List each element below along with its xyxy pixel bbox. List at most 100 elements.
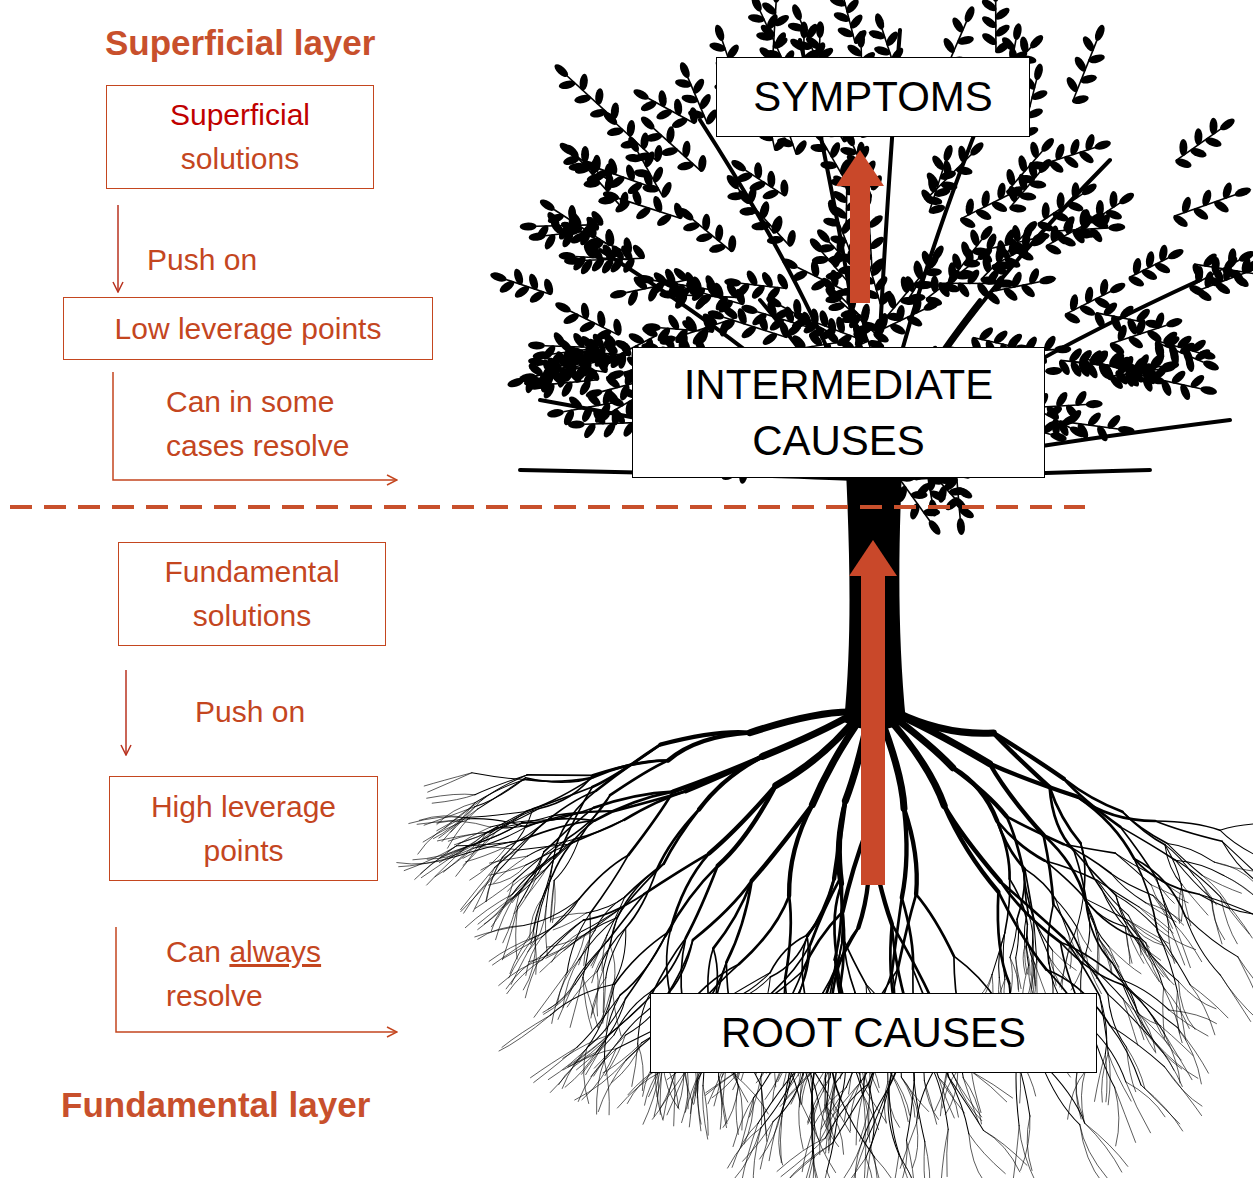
- leaf: [818, 309, 830, 327]
- leaf: [928, 203, 947, 216]
- root-line: [693, 881, 752, 940]
- leaf: [612, 318, 623, 336]
- root-line: [899, 1155, 924, 1178]
- root-line: [544, 984, 576, 1014]
- leaf: [781, 256, 800, 271]
- root-line: [779, 1116, 783, 1165]
- leaf: [878, 312, 889, 330]
- root-line: [808, 1078, 830, 1124]
- leaf: [925, 268, 942, 277]
- leaf: [827, 254, 845, 264]
- leaf: [815, 227, 832, 245]
- root-line: [1194, 876, 1217, 905]
- root-line: [871, 1148, 885, 1178]
- root-line: [888, 1084, 899, 1154]
- leaf: [634, 205, 652, 222]
- leaf: [639, 99, 658, 114]
- leaf: [561, 353, 579, 370]
- root-line: [1238, 957, 1253, 1006]
- root-line: [598, 1060, 626, 1111]
- leaf: [920, 249, 934, 268]
- root-line: [808, 1078, 831, 1123]
- leaf: [596, 310, 607, 328]
- leaf: [963, 259, 980, 267]
- root-line: [812, 1102, 819, 1151]
- root-line: [743, 1122, 774, 1162]
- leaf: [1029, 233, 1048, 248]
- leaf: [954, 271, 971, 279]
- leaf: [1192, 206, 1211, 222]
- root-line: [907, 1081, 915, 1141]
- leaf: [765, 300, 778, 319]
- leaf: [549, 219, 566, 237]
- leaf: [903, 275, 917, 294]
- root-line: [827, 1093, 850, 1133]
- leaf: [603, 388, 621, 406]
- leaf: [687, 109, 705, 121]
- leaf: [1059, 234, 1078, 249]
- root-line: [1110, 1025, 1165, 1066]
- leaf: [740, 303, 759, 316]
- root-line: [1045, 861, 1085, 899]
- leaf: [852, 329, 871, 344]
- leaf: [1222, 255, 1240, 273]
- root-line: [651, 938, 686, 996]
- tree-branches: [520, 30, 1230, 480]
- leaf: [1124, 371, 1142, 389]
- leaf: [922, 298, 941, 313]
- leaf: [644, 323, 662, 332]
- root-line: [800, 1100, 819, 1140]
- root-line: [799, 1100, 803, 1149]
- root-line: [1126, 1082, 1165, 1117]
- leaf: [1200, 385, 1218, 396]
- leaf: [606, 126, 624, 137]
- leaf: [690, 275, 703, 294]
- root-line: [1013, 1126, 1019, 1178]
- root-line: [1151, 885, 1172, 921]
- root-line: [850, 1142, 866, 1178]
- leaf: [1084, 286, 1094, 304]
- leaf: [702, 213, 711, 231]
- leaf: [773, 215, 784, 233]
- root-line: [1129, 921, 1165, 946]
- leaf: [567, 394, 585, 412]
- leaf: [642, 170, 654, 189]
- leaf-stem: [1194, 264, 1253, 274]
- leaf: [800, 311, 813, 330]
- leaf: [1077, 348, 1094, 366]
- leaf: [740, 324, 758, 341]
- leaf: [1108, 223, 1125, 232]
- root-line: [563, 1049, 616, 1070]
- leaf: [950, 16, 966, 35]
- leaf: [820, 160, 838, 170]
- leaf: [1218, 116, 1237, 132]
- leaf: [839, 146, 857, 157]
- leaf: [627, 331, 646, 346]
- leaf: [1054, 345, 1071, 354]
- leaf: [651, 195, 664, 214]
- leaf: [972, 247, 989, 255]
- leaf: [1036, 220, 1055, 233]
- leaf: [811, 255, 829, 265]
- leaf: [631, 188, 644, 207]
- root-line: [568, 1035, 609, 1067]
- leaf: [1126, 334, 1144, 350]
- root-line: [925, 1142, 930, 1178]
- leaf: [908, 502, 921, 521]
- leaf: [761, 188, 780, 202]
- leaf: [1044, 242, 1063, 257]
- leaf: [1221, 181, 1233, 200]
- leaf: [708, 242, 726, 254]
- root-line: [713, 881, 752, 949]
- leaf: [1079, 73, 1097, 85]
- leaf: [1179, 139, 1187, 156]
- root-line: [507, 960, 543, 994]
- leaf: [1086, 410, 1103, 428]
- leaf: [1174, 157, 1193, 170]
- leaf: [828, 141, 842, 160]
- leaf: [1108, 280, 1127, 295]
- root-line: [1123, 812, 1168, 844]
- root-line: [943, 1070, 958, 1108]
- leaf: [728, 235, 737, 253]
- leaf: [1158, 244, 1169, 262]
